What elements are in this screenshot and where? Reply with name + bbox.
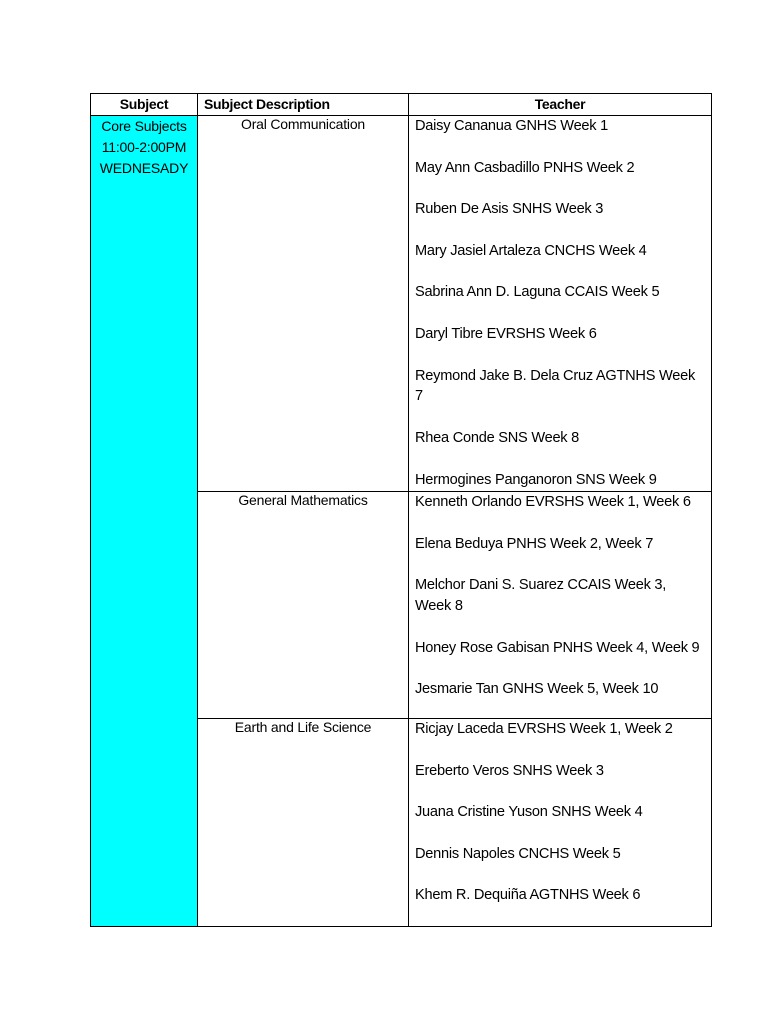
subject-header: Subject bbox=[90, 93, 198, 116]
teacher-entry: Kenneth Orlando EVRSHS Week 1, Week 6 bbox=[415, 494, 691, 510]
teacher-entry: Daisy Cananua GNHS Week 1 bbox=[415, 118, 609, 134]
teacher-entry: Daryl Tibre EVRSHS Week 6 bbox=[415, 325, 597, 342]
teacher-entry: Honey Rose Gabisan PNHS Week 4, Week 9 bbox=[415, 639, 700, 656]
subject-description: Oral Communication bbox=[241, 116, 365, 132]
teacher-entry: Rhea Conde SNS Week 8 bbox=[415, 429, 580, 446]
subject-description-cell: Earth and Life Science bbox=[197, 718, 409, 927]
core-subjects-cell: Core Subjects 11:00-2:00PM WEDNESADY bbox=[90, 115, 198, 927]
teacher-entry: Khem R. Dequiña AGTNHS Week 6 bbox=[415, 887, 641, 904]
teacher-entry: Ruben De Asis SNHS Week 3 bbox=[415, 201, 604, 218]
subject-description-cell: General Mathematics bbox=[197, 491, 409, 719]
subject-description-header: Subject Description bbox=[197, 93, 409, 116]
teacher-entry: Juana Cristine Yuson SNHS Week 4 bbox=[415, 804, 643, 821]
schedule-day: WEDNESADY bbox=[99, 160, 189, 176]
teacher-header: Teacher bbox=[408, 93, 712, 116]
teacher-cell: Kenneth Orlando EVRSHS Week 1, Week 6 El… bbox=[408, 491, 712, 719]
subject-description: General Mathematics bbox=[238, 492, 368, 508]
table-row: Earth and Life Science Ricjay Laceda EVR… bbox=[91, 718, 712, 927]
core-subjects-label: Core Subjects bbox=[101, 118, 187, 134]
teacher-cell: Ricjay Laceda EVRSHS Week 1, Week 2 Ereb… bbox=[408, 718, 712, 927]
teacher-entry: Dennis Napoles CNCHS Week 5 bbox=[415, 845, 621, 862]
schedule-table: Subject Subject Description Teacher Core… bbox=[90, 93, 712, 927]
teacher-entry: Jesmarie Tan GNHS Week 5, Week 10 bbox=[415, 681, 659, 698]
table-row: General Mathematics Kenneth Orlando EVRS… bbox=[91, 491, 712, 719]
teacher-cell: Daisy Cananua GNHS Week 1 May Ann Casbad… bbox=[408, 115, 712, 492]
teacher-entry: Hermogines Panganoron SNS Week 9 bbox=[415, 471, 657, 488]
teacher-entry: Melchor Dani S. Suarez CCAIS Week 3, Wee… bbox=[415, 577, 667, 614]
teacher-entry: Elena Beduya PNHS Week 2, Week 7 bbox=[415, 535, 654, 552]
table-row: Core Subjects 11:00-2:00PM WEDNESADY Ora… bbox=[90, 115, 712, 927]
schedule-time: 11:00-2:00PM bbox=[101, 139, 187, 155]
teacher-entry: Ereberto Veros SNHS Week 3 bbox=[415, 762, 604, 779]
teacher-entry: May Ann Casbadillo PNHS Week 2 bbox=[415, 159, 635, 176]
teacher-entry: Ricjay Laceda EVRSHS Week 1, Week 2 bbox=[415, 721, 673, 737]
subject-description-cell: Oral Communication bbox=[197, 115, 409, 492]
teacher-entry: Mary Jasiel Artaleza CNCHS Week 4 bbox=[415, 242, 647, 259]
subject-description: Earth and Life Science bbox=[234, 719, 372, 735]
header-row: Subject Subject Description Teacher bbox=[90, 93, 712, 116]
teacher-entry: Reymond Jake B. Dela Cruz AGTNHS Week 7 bbox=[415, 367, 696, 405]
teacher-entry: Sabrina Ann D. Laguna CCAIS Week 5 bbox=[415, 284, 660, 301]
